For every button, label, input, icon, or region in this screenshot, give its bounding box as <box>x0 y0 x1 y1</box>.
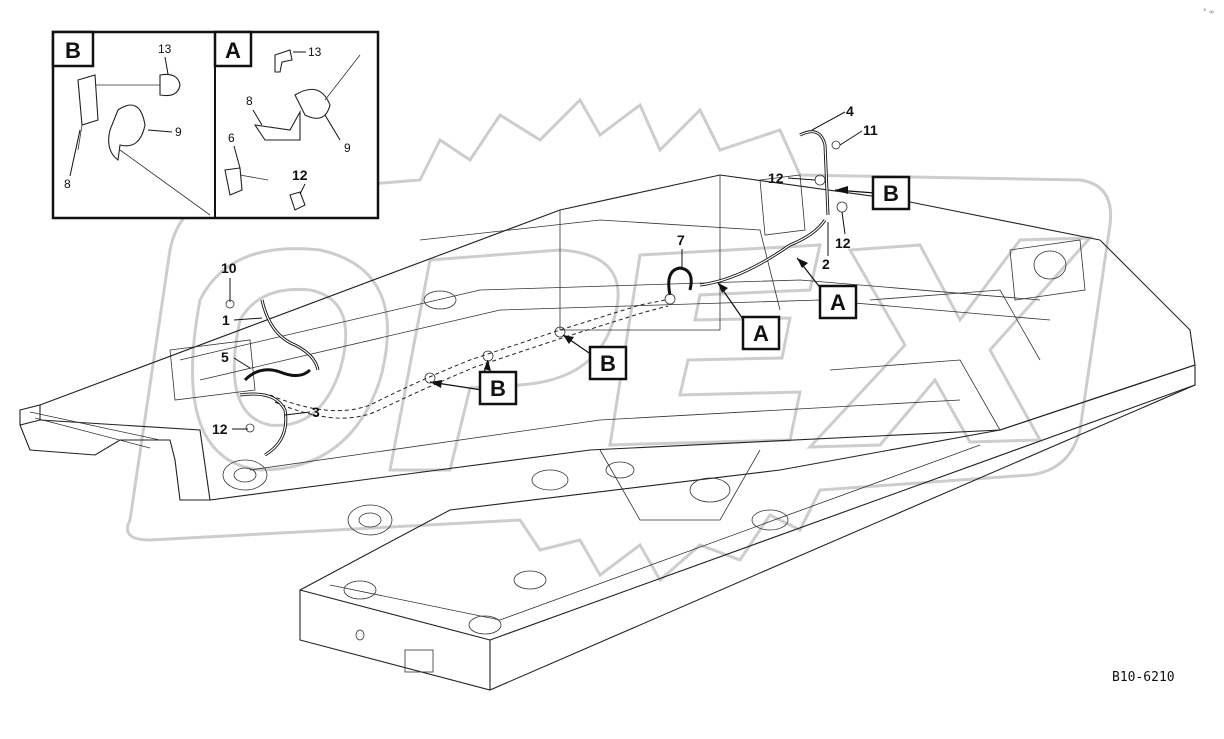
inset-a-callout-12: 12 <box>292 167 308 183</box>
marker-a-middle: A <box>753 321 769 346</box>
inset-a-callout-8: 8 <box>246 94 253 108</box>
drawing-code: B10-6210 <box>1112 670 1175 685</box>
inset-a-callout-6: 6 <box>228 131 235 145</box>
callout-4: 4 <box>846 103 854 119</box>
inset-a-callout-9: 9 <box>344 141 351 155</box>
chassis-frame <box>19 174 1196 691</box>
marker-b-top: B <box>883 181 899 206</box>
detail-b-label: B <box>65 38 81 63</box>
marker-a-right: A <box>830 290 846 315</box>
callout-3: 3 <box>312 404 320 420</box>
marker-b-middle: B <box>600 351 616 376</box>
callout-12-top: 12 <box>768 170 784 186</box>
view-markers: B A A B B <box>429 175 911 406</box>
inset-a-callout-13: 13 <box>308 45 322 59</box>
callout-12-left: 12 <box>212 421 228 437</box>
callout-10: 10 <box>221 260 237 276</box>
detail-a-label: A <box>225 38 241 63</box>
detail-b-tag <box>51 30 95 68</box>
callout-1: 1 <box>222 312 230 328</box>
callout-11: 11 <box>863 122 878 138</box>
inset-b-callout-13: 13 <box>158 42 172 56</box>
corner-mark: ° ∞ <box>1203 8 1215 16</box>
callout-2: 2 <box>822 256 830 272</box>
detail-inset: B A 13 9 8 13 8 9 6 12 <box>51 30 380 220</box>
callout-5: 5 <box>221 349 229 365</box>
callout-12-right: 12 <box>835 235 851 251</box>
inset-b-callout-8: 8 <box>64 177 71 191</box>
marker-b-left: B <box>490 376 506 401</box>
callout-7: 7 <box>677 232 685 248</box>
part-callouts: 10 1 5 3 12 7 2 4 11 12 12 <box>212 103 878 437</box>
inset-b-callout-9: 9 <box>175 125 182 139</box>
hose-routing <box>225 130 848 457</box>
detail-a-tag <box>213 30 253 68</box>
